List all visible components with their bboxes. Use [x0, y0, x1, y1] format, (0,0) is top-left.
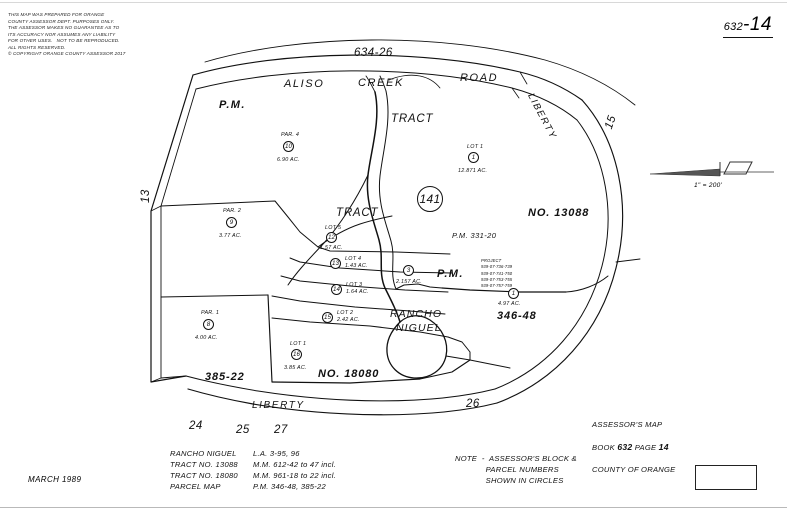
- project-numbers: PROJECT 939-07-736-739 939-07-741-750 93…: [481, 258, 513, 289]
- road-label: ROAD: [460, 72, 499, 84]
- scale-bar: [649, 161, 774, 177]
- legend-note: NOTE - ASSESSOR'S BLOCK & PARCEL NUMBERS…: [455, 454, 577, 485]
- map-date: MARCH 1989: [28, 475, 82, 484]
- parcel-8-label: PAR. 1: [201, 310, 220, 316]
- sheet-page-number: -14: [743, 14, 772, 35]
- pm-331-20: P.M. 331-20: [452, 231, 497, 240]
- page-27: 27: [274, 424, 288, 436]
- parcel-10-label: PAR. 4: [281, 132, 300, 138]
- disclaimer-text: THIS MAP WAS PREPARED FOR ORANGE COUNTY …: [8, 12, 126, 57]
- legend-map-references: L.A. 3-95, 96 M.M. 612-42 to 47 incl. M.…: [253, 449, 336, 491]
- sheet-book-number: 632: [723, 21, 744, 33]
- sheet-number: 632-14: [722, 14, 773, 38]
- parcel-10-number: 10: [283, 141, 294, 152]
- scale-label: 1" = 200': [694, 182, 723, 189]
- parcel-12-acreage: 1.57 AC.: [320, 245, 343, 251]
- parcel-8-acreage: 4.00 AC.: [195, 335, 218, 341]
- liberty-bottom-label: LIBERTY: [252, 400, 305, 411]
- parcel-9-number: 9: [226, 217, 237, 228]
- parcel-3-acreage: 2.157 AC.: [396, 279, 423, 285]
- parcel-13-label: LOT 4: [345, 256, 362, 262]
- parcel-3-number: 3: [403, 265, 414, 276]
- parcel-16-acreage: 3.85 AC.: [284, 365, 307, 371]
- parcel-15-number: 15: [322, 312, 333, 323]
- parcel-12-label: LOT 5: [325, 225, 342, 231]
- parcel-8-number: 8: [203, 319, 214, 330]
- pm-upper-left: P.M.: [219, 99, 246, 111]
- pm-346-48: 346-48: [497, 310, 537, 322]
- page-26: 26: [466, 398, 480, 410]
- creek-label: CREEK: [358, 77, 404, 89]
- tract-no-13088: NO. 13088: [528, 207, 590, 219]
- pm-center: P.M.: [437, 268, 464, 280]
- tract-no-18080: NO. 18080: [318, 368, 380, 380]
- top-divider: [0, 2, 787, 3]
- parcel-13-number: 13: [330, 258, 341, 269]
- parcel-10-acreage: 6.90 AC.: [277, 157, 300, 163]
- legend-book-line3: COUNTY OF ORANGE: [592, 465, 676, 474]
- parcel-15-label: LOT 2: [337, 310, 354, 316]
- tract-word-upper: TRACT: [391, 113, 434, 125]
- legend-book-number: 632: [617, 441, 633, 452]
- legend-book-mid: PAGE: [632, 442, 659, 452]
- pm-385-22: 385-22: [205, 371, 245, 383]
- page-13: 13: [140, 189, 152, 203]
- parcel-9-acreage: 3.77 AC.: [219, 233, 242, 239]
- stamp-box: [695, 465, 757, 490]
- parcel-14-acreage: 1.64 AC.: [346, 289, 369, 295]
- aliso-label: ALISO: [284, 78, 325, 90]
- page-634-26: 634-26: [354, 47, 393, 59]
- legend-assessor-book: ASSESSOR'S MAP BOOK 632 PAGE 14 COUNTY O…: [592, 408, 675, 486]
- parcel-15-acreage: 2.42 AC.: [337, 317, 360, 323]
- parcel-14-label: LOT 3: [346, 282, 363, 288]
- parcel-1-lot1-number: 1: [468, 152, 479, 163]
- parcel-16-number: 16: [291, 349, 302, 360]
- parcel-16-label: LOT 1: [290, 341, 307, 347]
- parcel-12-number: 12: [326, 232, 337, 243]
- legend-page-number: 14: [658, 441, 669, 452]
- parcel-13-acreage: 1.43 AC.: [345, 263, 368, 269]
- parcel-1-pm-number: 1: [508, 288, 519, 299]
- parcel-1-pm-acreage: 4.97 AC.: [498, 301, 521, 307]
- legend-subdivision-names: RANCHO NIGUEL TRACT NO. 13088 TRACT NO. …: [170, 449, 238, 491]
- parcel-1-lot1-label: LOT 1: [467, 144, 484, 150]
- legend-book-line1: ASSESSOR'S MAP: [592, 419, 663, 429]
- page-24: 24: [189, 420, 203, 432]
- tract-word-lower: TRACT: [336, 207, 379, 219]
- block-number-141: 141: [417, 186, 443, 212]
- legend-book-pre: BOOK: [592, 442, 618, 452]
- page-25: 25: [236, 424, 250, 436]
- parcel-1-lot1-acreage: 12.871 AC.: [458, 168, 488, 174]
- rancho-label-line2: NIGUEL: [396, 322, 442, 334]
- bottom-divider: [0, 507, 787, 508]
- rancho-label-line1: RANCHO: [390, 308, 443, 320]
- parcel-9-label: PAR. 2: [223, 208, 242, 214]
- parcel-14-number: 14: [331, 284, 342, 295]
